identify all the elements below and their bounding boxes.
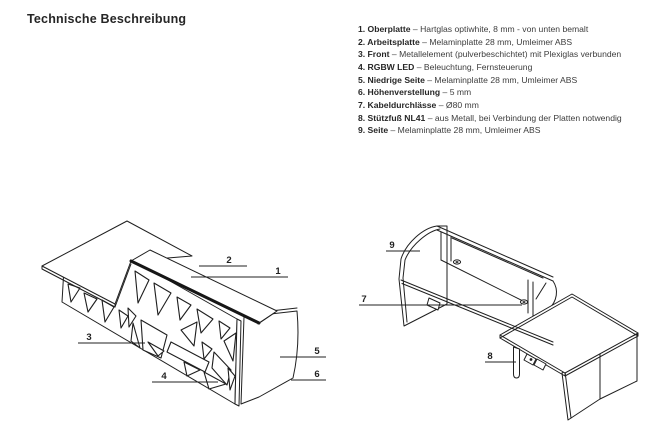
spec-item-desc: – Melaminplatte 28 mm, Umleimer ABS bbox=[388, 125, 541, 136]
spec-item-2: 2. Arbeitsplatte – Melaminplatte 28 mm, … bbox=[358, 36, 663, 49]
callout-label-8: 8 bbox=[487, 351, 492, 362]
callout-label-7: 7 bbox=[361, 294, 366, 305]
callout-label-5: 5 bbox=[314, 346, 320, 357]
spec-item-desc: – 5 mm bbox=[440, 87, 472, 98]
rear-view-callouts: 9 7 8 bbox=[359, 240, 522, 363]
spec-item-desc: – Melaminplatte 28 mm, Umleimer ABS bbox=[419, 36, 573, 47]
spec-item-desc: – aus Metall, bei Verbindung der Platten… bbox=[425, 112, 622, 123]
callout-label-3: 3 bbox=[86, 332, 91, 343]
support-foot bbox=[513, 346, 547, 379]
spec-item-term: 8. Stützfuß NL41 bbox=[358, 112, 426, 123]
spec-item-1: 1. Oberplatte – Hartglas optiwhite, 8 mm… bbox=[358, 23, 663, 36]
callout-label-1: 1 bbox=[275, 266, 281, 277]
callout-label-4: 4 bbox=[161, 371, 167, 382]
spec-item-5: 5. Niedrige Seite – Melaminplatte 28 mm,… bbox=[358, 74, 663, 87]
worktop-edge bbox=[400, 279, 554, 346]
spec-item-desc: – Melaminplatte 28 mm, Umleimer ABS bbox=[424, 74, 578, 85]
spec-item-term: 5. Niedrige Seite bbox=[358, 74, 425, 85]
spec-item-desc: – Beleuchtung, Fernsteuerung bbox=[414, 61, 533, 72]
callout-label-6: 6 bbox=[314, 369, 319, 380]
spec-item-term: 3. Front bbox=[358, 49, 390, 60]
callout-label-9: 9 bbox=[389, 240, 394, 251]
spec-item-3: 3. Front – Metallelement (pulverbeschich… bbox=[358, 48, 663, 61]
spec-item-term: 9. Seite bbox=[358, 125, 389, 136]
front-view-diagram: 2 1 3 4 5 6 bbox=[41, 220, 326, 407]
spec-item-desc: – Ø80 mm bbox=[436, 99, 479, 110]
front-view-callouts: 2 1 3 4 5 6 bbox=[78, 255, 326, 383]
spec-item-6: 6. Höhenverstellung – 5 mm bbox=[358, 86, 663, 99]
spec-item-9: 9. Seite – Melaminplatte 28 mm, Umleimer… bbox=[358, 124, 663, 137]
spec-item-7: 7. Kabeldurchlässe – Ø80 mm bbox=[358, 99, 663, 112]
spec-item-term: 4. RGBW LED bbox=[358, 61, 415, 72]
spec-item-term: 7. Kabeldurchlässe bbox=[358, 99, 437, 110]
spec-item-8: 8. Stützfuß NL41 – aus Metall, bei Verbi… bbox=[358, 112, 663, 125]
spec-item-desc: – Metallelement (pulverbeschichtet) mit … bbox=[389, 49, 622, 60]
spec-item-4: 4. RGBW LED – Beleuchtung, Fernsteuerung bbox=[358, 61, 663, 74]
side-panel bbox=[398, 225, 448, 327]
spec-item-desc: – Hartglas optiwhite, 8 mm - von unten b… bbox=[410, 24, 589, 34]
spec-item-term: 1. Oberplatte bbox=[358, 24, 411, 34]
rear-view-diagram: 9 7 8 bbox=[359, 225, 639, 421]
callout-label-2: 2 bbox=[226, 255, 231, 266]
spec-item-term: 2. Arbeitsplatte bbox=[358, 36, 420, 47]
glass-top-plate bbox=[129, 249, 278, 325]
low-side-block bbox=[240, 307, 299, 405]
return-desk bbox=[499, 293, 639, 421]
connector-bracket bbox=[426, 297, 441, 311]
spec-list: 1. Oberplatte – Hartglas optiwhite, 8 mm… bbox=[358, 23, 663, 137]
counter-back bbox=[426, 225, 557, 317]
page-title: Technische Beschreibung bbox=[27, 12, 187, 26]
spec-item-term: 6. Höhenverstellung bbox=[358, 87, 441, 98]
